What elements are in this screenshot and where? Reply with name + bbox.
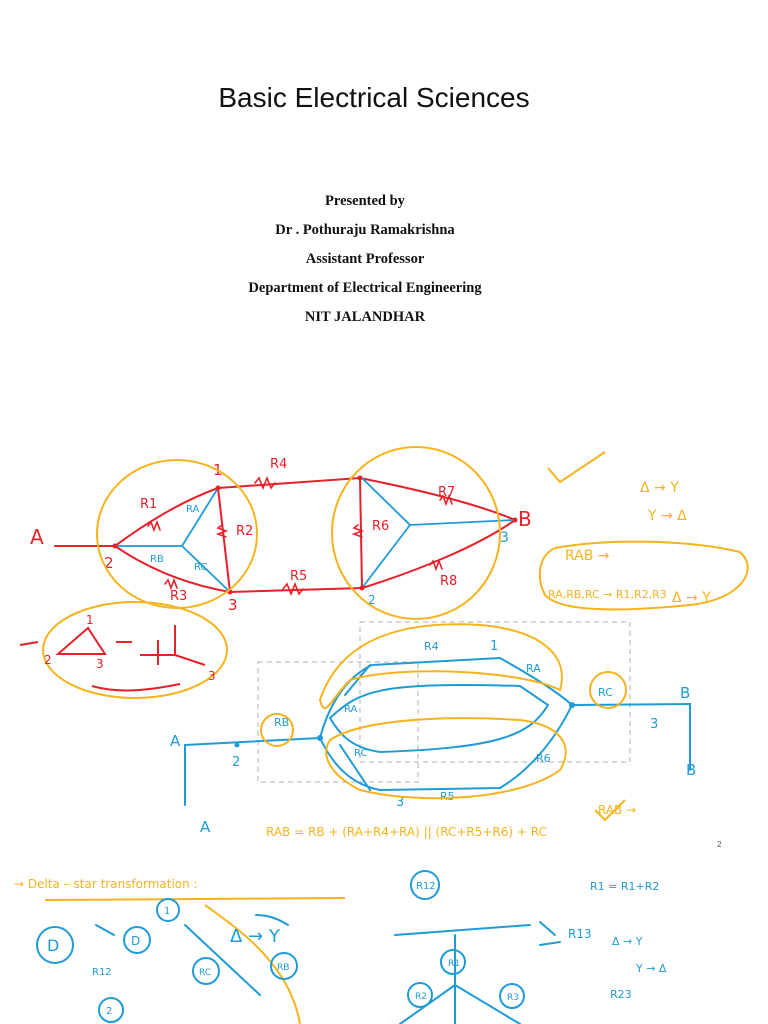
presenter-institute: NIT JALANDHAR [304,309,426,325]
simplified-nodes [234,702,575,748]
bottom-blue-labels: D D 1 RC RB 2 R12 R12 R13 R1 = R1+R2 Δ →… [47,880,667,1017]
node-2c-label: 2 [232,755,240,770]
rab-note: RAB → [565,548,610,564]
ra-label-2: RA [526,662,541,675]
r8-label: R8 [440,574,457,589]
bottom-r2: R2 [415,992,427,1002]
delta-star-note-2: Δ → Y [672,590,711,606]
d-circle-label: D [47,936,59,955]
bottom-rb: RB [277,963,289,973]
rc-label-2: RC [354,748,367,759]
presenter-designation: Assistant Professor [305,251,425,267]
node-b-label: B [518,507,532,531]
r23-label: R23 [610,988,632,1001]
node-2b-label: 2 [368,593,376,607]
slide-number: 2 [717,840,722,849]
bottom-r3: R3 [507,993,519,1003]
node-2-label: 2 [104,554,114,572]
orange-circles-top [42,446,749,699]
star-node-3: 3 [208,669,216,683]
star-delta-note: Y → Δ [647,508,687,524]
delta-sketch-labels: 2 3 1 3 [44,613,216,683]
rc-label: RC [194,562,207,573]
node-a2-label: A [170,732,181,750]
node-b3-label: B [686,761,696,779]
presenter-name: Dr . Pothuraju Ramakrishna [275,222,455,238]
star-inner-left [114,477,516,593]
rb-label-2: RB [274,716,289,729]
network-labels-blue: RA RB RC 3 2 [150,504,509,607]
r3-label: R3 [170,589,187,604]
rc-label-3: RC [598,686,613,699]
ra-label-3: RA [344,704,358,715]
rel1-label: R1 = R1+R2 [590,880,659,893]
r1-label: R1 [140,497,157,512]
rb-label: RB [150,554,164,565]
ra-label: RA [186,504,200,515]
bottom-r1: R1 [448,959,460,969]
simplified-labels: A B B A 2 1 3 3 R4 R5 RA RA RC R6 RB RC [170,639,696,836]
delta-node-3: 3 [96,657,104,671]
r2-label: R2 [236,524,253,539]
node-3b-label: 3 [500,530,509,546]
r13-label: R13 [568,927,592,941]
r4-label: R4 [270,457,287,472]
node-3-label: 3 [228,596,238,614]
delta-star-note: Δ → Y [640,480,679,496]
orange-notes-right: Δ → Y Y → Δ RAB → RA,RB,RC → R1,R2,R3 Δ … [548,480,711,606]
r12-label: R12 [416,881,436,892]
r6-label: R6 [372,519,389,534]
orange-circles-middle [260,623,627,822]
bottom-node-1: 1 [164,906,170,917]
d-circle-small: D [131,934,140,948]
orange-bottom-text: → Delta – star transformation : [14,877,198,891]
node-3d-label: 3 [396,795,404,810]
node-b2-label: B [680,684,690,702]
r5-label: R5 [290,569,307,584]
bottom-rc: RC [199,968,211,978]
r5-label-2: R5 [440,790,455,803]
node-a-label: A [30,525,44,549]
orange-notes-middle: RAB → RAB = RB + (RA+R4+RA) || (RC+R5+R6… [266,803,636,839]
rab-note-2: RAB → [598,803,636,817]
r4-label-2: R4 [424,640,439,653]
node-3c-label: 3 [650,717,658,732]
bridge-network-left [54,475,516,597]
d-y-label: Δ → Y [612,935,643,948]
delta-node-1: 1 [86,613,94,627]
presented-by-label: Presented by [325,193,405,209]
network-nodes [112,475,518,595]
y-d-label: Y → Δ [635,962,667,975]
bottom-blue-sketches [36,870,561,1024]
bottom-r12: R12 [92,967,112,978]
conversion-note: RA,RB,RC → R1,R2,R3 [548,588,667,601]
r6-label-2: R6 [536,752,551,765]
node-a3-label: A [200,818,211,836]
bottom-delta: Δ → Y [230,926,281,947]
rab-equation: RAB = RB + (RA+R4+RA) || (RC+R5+R6) + RC [266,825,547,839]
node-1c-label: 1 [490,639,498,654]
bottom-node-2: 2 [106,1006,112,1017]
transform-heading: → Delta – star transformation : [14,877,198,891]
orange-bottom [44,897,346,1024]
slide-title: Basic Electrical Sciences [218,82,530,113]
simplified-network [184,656,691,806]
r7-label: R7 [438,485,455,500]
presenter-department: Department of Electrical Engineering [248,280,482,296]
dashed-boxes [257,621,631,783]
delta-sketch [19,625,206,692]
delta-node-2: 2 [44,653,52,667]
